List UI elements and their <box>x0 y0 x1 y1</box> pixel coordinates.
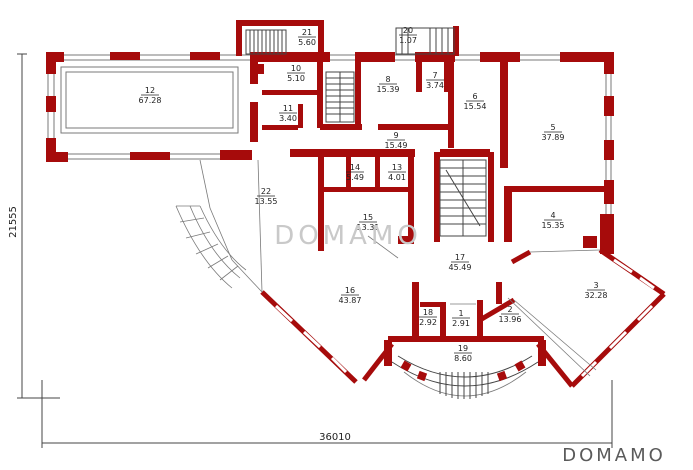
room-number: 1 <box>458 309 463 318</box>
room-number: 3 <box>593 281 598 290</box>
facade-windows <box>274 258 655 378</box>
room-area: 8.60 <box>454 354 472 363</box>
width-dimension: 36010 <box>319 432 351 443</box>
room-area: 5.10 <box>287 74 305 83</box>
room-number: 15 <box>363 213 373 222</box>
height-dimension: 21555 <box>8 206 19 238</box>
stair-21 <box>245 29 287 55</box>
room-number: 17 <box>455 253 465 262</box>
room-number: 9 <box>393 131 398 140</box>
room-label-3: 332.28 <box>585 281 608 300</box>
room-number: 20 <box>403 26 413 35</box>
room-label-14: 145.49 <box>346 163 364 182</box>
room-number: 4 <box>550 211 555 220</box>
south-curved-stair <box>391 355 539 399</box>
watermark: DOMAMO <box>274 221 422 251</box>
room-number: 6 <box>472 92 477 101</box>
room-label-18: 182.92 <box>419 308 437 327</box>
room-area: 4.01 <box>388 173 406 182</box>
room-number: 7 <box>432 71 437 80</box>
room-number: 13 <box>392 163 402 172</box>
room-area: 43.87 <box>339 296 362 305</box>
room-label-6: 615.54 <box>464 92 487 111</box>
room-area: 13.96 <box>499 315 522 324</box>
room-number: 5 <box>550 123 555 132</box>
room-number: 19 <box>458 344 468 353</box>
room-number: 2 <box>507 305 512 314</box>
room-area: 15.39 <box>377 85 400 94</box>
pool <box>60 66 239 134</box>
stair-20 <box>395 27 455 55</box>
room-area: 3.74 <box>426 81 444 90</box>
interior-lines <box>199 159 601 377</box>
room-label-21: 215.60 <box>298 28 316 47</box>
room-area: 5.49 <box>346 173 364 182</box>
room-number: 12 <box>145 86 155 95</box>
room-area: 15.35 <box>542 221 565 230</box>
room-label-8: 815.39 <box>377 75 400 94</box>
watermark-corner: DOMAMO <box>562 445 666 466</box>
room-number: 18 <box>423 308 433 317</box>
room-area: 13.31 <box>357 223 380 232</box>
room-label-5: 537.89 <box>542 123 565 142</box>
room-area: 67.28 <box>139 96 162 105</box>
room-label-19: 198.60 <box>454 344 472 363</box>
room-number: 21 <box>302 28 312 37</box>
room-area: 45.49 <box>449 263 472 272</box>
room-area: 3.40 <box>279 114 297 123</box>
room-label-11: 113.40 <box>279 104 297 123</box>
room-label-1: 12.91 <box>452 309 470 328</box>
room-area: 37.89 <box>542 133 565 142</box>
room-label-2: 213.96 <box>499 305 522 324</box>
stair-17 <box>439 159 487 237</box>
room-number: 8 <box>385 75 390 84</box>
room-area: 13.55 <box>255 197 278 206</box>
room-label-13: 134.01 <box>388 163 406 182</box>
west-curved-stair <box>175 205 247 289</box>
room-area: 2.91 <box>452 319 470 328</box>
room-number: 22 <box>261 187 271 196</box>
room-area: 32.28 <box>585 291 608 300</box>
room-number: 11 <box>283 104 293 113</box>
walls <box>46 20 614 366</box>
room-labels: 12.91 213.96 332.28 415.35 537.89 615.54 73.74… <box>139 26 608 363</box>
room-area: 1.07 <box>399 36 417 45</box>
room-label-9: 915.49 <box>385 131 408 150</box>
room-label-4: 415.35 <box>542 211 565 230</box>
room-label-20: 201.07 <box>399 26 417 45</box>
room-number: 16 <box>345 286 355 295</box>
room-label-10: 105.10 <box>287 64 305 83</box>
room-area: 15.49 <box>385 141 408 150</box>
room-area: 2.92 <box>419 318 437 327</box>
room-number: 10 <box>291 64 301 73</box>
room-number: 14 <box>350 163 360 172</box>
room-area: 5.60 <box>298 38 316 47</box>
room-label-7: 73.74 <box>426 71 444 90</box>
dimension-lines <box>17 53 613 448</box>
room-area: 15.54 <box>464 102 487 111</box>
stair-8 <box>325 71 355 123</box>
